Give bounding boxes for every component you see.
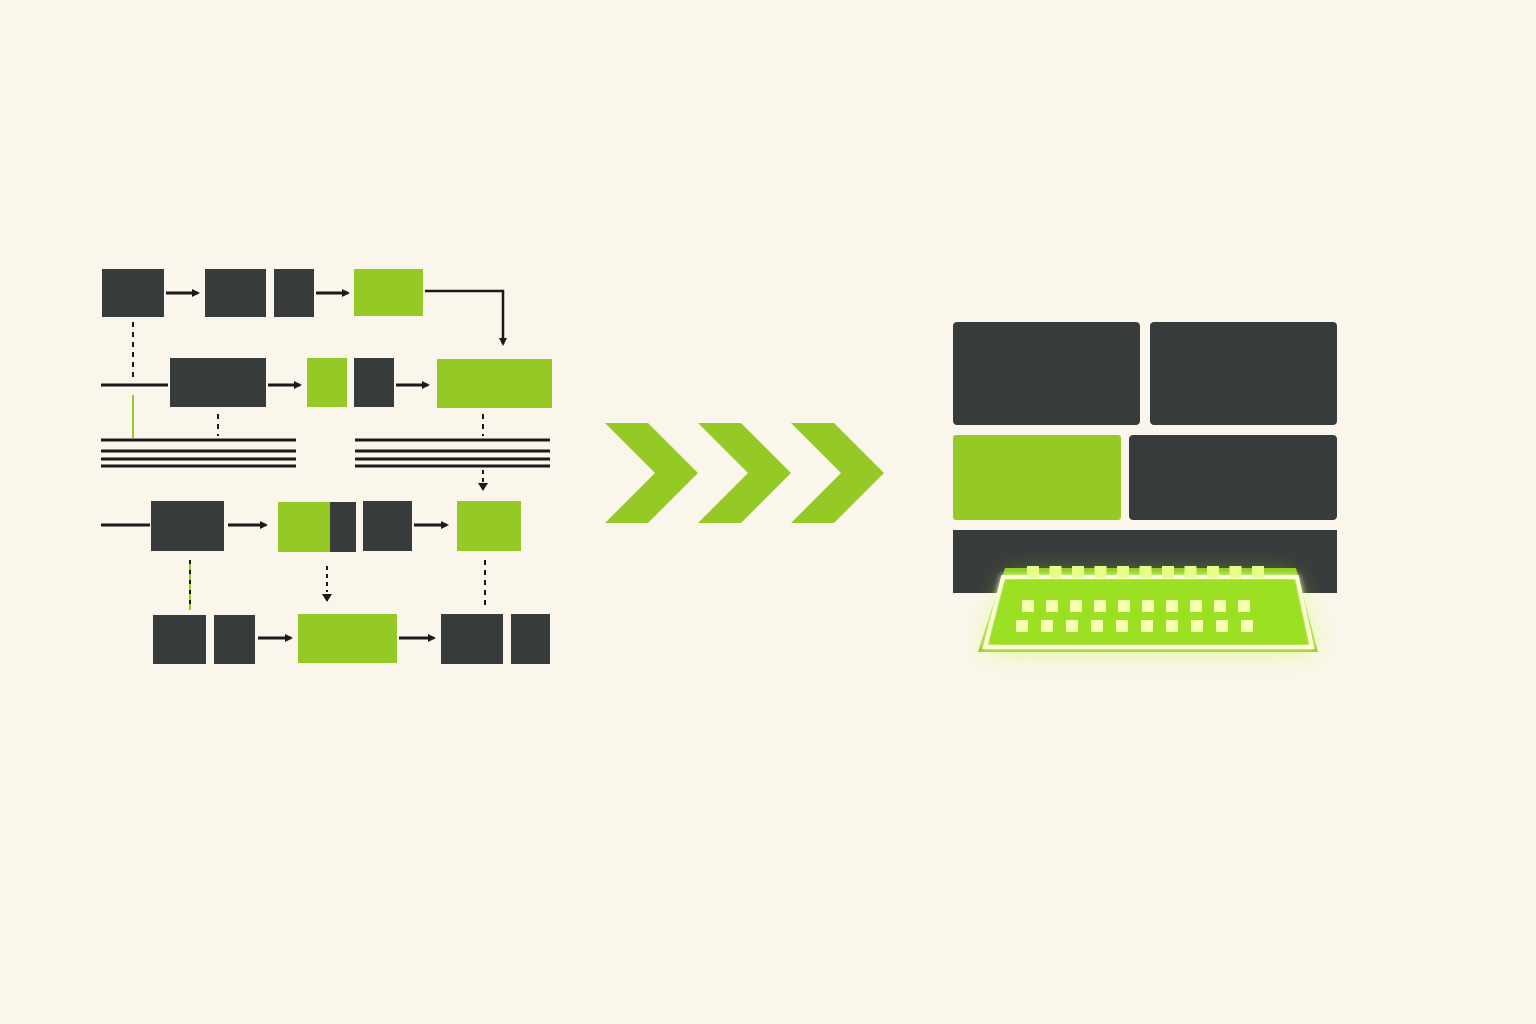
grid-key xyxy=(1070,600,1082,612)
flow-row-2 xyxy=(101,358,552,408)
grid-key xyxy=(1166,620,1178,632)
flow-block-green xyxy=(457,501,521,551)
grid-key xyxy=(1238,600,1250,612)
flow-block-green xyxy=(307,358,347,407)
grid-key xyxy=(1190,600,1202,612)
dashboard-layout xyxy=(953,322,1337,652)
grid-key xyxy=(1046,600,1058,612)
grid-key xyxy=(1117,566,1129,578)
flow-block-dark xyxy=(214,615,255,664)
separator-group-right xyxy=(355,438,550,468)
chevron-right-icon xyxy=(791,423,884,523)
layout-panel-dark xyxy=(953,322,1140,425)
grid-key xyxy=(1091,620,1103,632)
grid-key xyxy=(1241,620,1253,632)
grid-key xyxy=(1216,620,1228,632)
grid-key xyxy=(1041,620,1053,632)
flow-row-4 xyxy=(153,614,550,664)
grid-key xyxy=(1207,566,1219,578)
flow-block-dark xyxy=(354,358,394,407)
grid-frame xyxy=(982,575,1315,649)
grid-key xyxy=(1118,600,1130,612)
flow-block-dark xyxy=(153,615,206,664)
grid-key xyxy=(1141,620,1153,632)
separator-group-left xyxy=(101,438,296,468)
chevron-right-icon xyxy=(605,423,698,523)
flow-row-3 xyxy=(101,501,521,552)
flow-elbow-connector xyxy=(425,289,507,346)
grid-key xyxy=(1142,600,1154,612)
flow-arrow-down xyxy=(322,594,332,602)
grid-key xyxy=(1027,566,1039,578)
flow-block-dark xyxy=(511,614,550,664)
flow-block-dark xyxy=(274,269,314,317)
grid-key xyxy=(1066,620,1078,632)
flow-block-dark xyxy=(330,502,356,552)
grid-key xyxy=(1022,600,1034,612)
flow-block-green xyxy=(437,359,552,408)
grid-key xyxy=(1252,566,1264,578)
grid-key xyxy=(1166,600,1178,612)
grid-key xyxy=(1191,620,1203,632)
chevron-right-icon xyxy=(698,423,791,523)
grid-key xyxy=(1094,600,1106,612)
flow-block-green xyxy=(298,614,397,663)
grid-key xyxy=(1072,566,1084,578)
flow-block-green xyxy=(278,502,332,552)
layout-panel-green xyxy=(953,435,1121,520)
process-flowchart xyxy=(101,269,552,664)
flow-arrow-down xyxy=(478,483,488,491)
transition-chevrons xyxy=(605,423,884,523)
layout-panel-dark xyxy=(1129,435,1337,520)
grid-keys xyxy=(1016,566,1264,632)
layout-panel-dark xyxy=(1150,322,1337,425)
grid-key xyxy=(1139,566,1152,578)
flow-block-dark xyxy=(151,501,224,551)
flow-block-dark xyxy=(363,501,412,551)
grid-key xyxy=(1229,566,1242,578)
flow-block-dark xyxy=(170,358,266,407)
grid-key xyxy=(1162,566,1174,578)
grid-key xyxy=(1184,566,1197,578)
flow-block-green xyxy=(354,269,423,316)
flow-row-1 xyxy=(102,269,507,346)
flow-block-dark xyxy=(205,269,266,317)
grid-key xyxy=(1214,600,1226,612)
grid-key xyxy=(1094,566,1107,578)
grid-key xyxy=(1016,620,1028,632)
flow-block-dark xyxy=(102,269,164,317)
glowing-grid-icon xyxy=(978,566,1318,652)
grid-key xyxy=(1049,566,1062,578)
flow-block-dark xyxy=(441,614,503,664)
grid-key xyxy=(1116,620,1128,632)
